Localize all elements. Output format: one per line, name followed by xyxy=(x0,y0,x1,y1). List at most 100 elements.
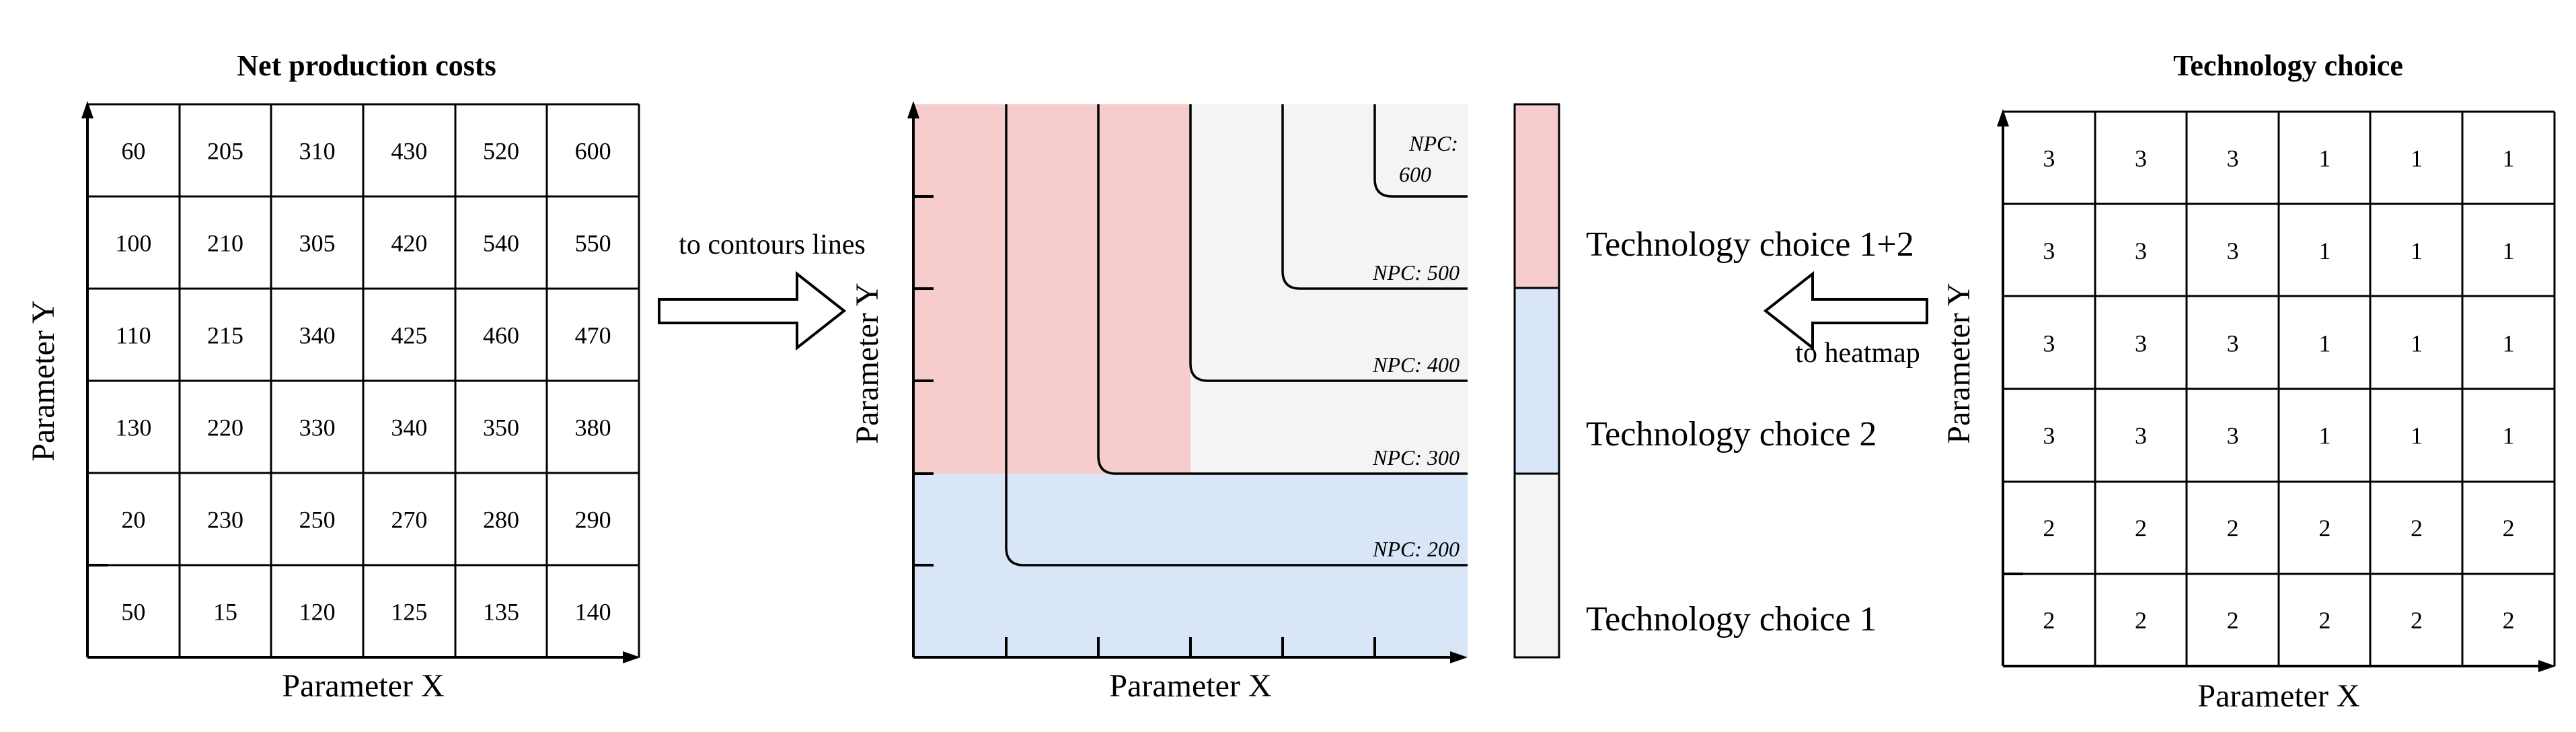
middle-axes xyxy=(907,101,1468,663)
npc-cell-r3-c4: 425 xyxy=(391,322,427,349)
npc-cell-r5-c2: 230 xyxy=(207,507,243,534)
contour-300 xyxy=(1097,104,1468,475)
left-axes xyxy=(81,101,640,663)
tech-cell-r2-c1: 3 xyxy=(2043,237,2055,264)
npc-cell-r4-c3: 330 xyxy=(299,414,336,441)
tech-cell-r3-c5: 1 xyxy=(2411,330,2423,357)
npc-cell-r2-c2: 210 xyxy=(207,230,243,257)
left-x-label: Parameter X xyxy=(282,668,444,704)
tech-cell-r4-c3: 3 xyxy=(2227,423,2239,449)
contour-labels: NPC: 600 NPC: 500 NPC: 400 NPC: 300 NPC:… xyxy=(1372,131,1460,561)
contour-lines xyxy=(1005,104,1468,566)
npc-cell-r2-c4: 420 xyxy=(391,230,427,257)
npc-600-prefix: NPC: xyxy=(1408,131,1458,155)
tech-cell-r3-c6: 1 xyxy=(2503,330,2515,357)
tech-cell-r2-c5: 1 xyxy=(2411,237,2423,264)
npc-cell-r1-c2: 205 xyxy=(207,138,243,165)
tech-cell-r4-c4: 1 xyxy=(2318,423,2331,449)
legend-label-tech-1: Technology choice 1 xyxy=(1586,600,1877,638)
npc-cell-r5-c4: 270 xyxy=(391,507,427,534)
right-axes xyxy=(1997,109,2556,672)
npc-cell-r3-c2: 215 xyxy=(207,322,243,349)
tech-cell-r4-c5: 1 xyxy=(2411,423,2423,449)
middle-y-label: Parameter Y xyxy=(849,283,885,443)
legend-swatch-tech-1-2 xyxy=(1515,104,1559,288)
npc-cell-r2-c3: 305 xyxy=(299,230,336,257)
middle-x-label: Parameter X xyxy=(1109,668,1271,704)
middle-x-ticks xyxy=(1005,637,1376,657)
tech-cell-r2-c4: 1 xyxy=(2318,237,2331,264)
left-arrow-icon xyxy=(1763,270,1928,351)
left-panel-title: Net production costs xyxy=(237,49,496,82)
contour-500 xyxy=(1281,104,1468,290)
legend-border xyxy=(1513,103,1560,659)
npc-cell-r1-c5: 520 xyxy=(483,138,519,165)
npc-300-label: NPC: 300 xyxy=(1372,445,1460,470)
npc-cell-r3-c3: 340 xyxy=(299,322,336,349)
npc-cell-r4-c5: 350 xyxy=(483,414,519,441)
tech-cell-r1-c1: 3 xyxy=(2043,145,2055,172)
tech-cell-r6-c1: 2 xyxy=(2043,607,2055,634)
npc-200-label: NPC: 200 xyxy=(1372,537,1460,561)
tech-cell-r3-c1: 3 xyxy=(2043,330,2055,357)
right-y-label: Parameter Y xyxy=(1941,283,1977,443)
contour-200 xyxy=(1005,104,1468,566)
tech-cell-r2-c6: 1 xyxy=(2503,237,2515,264)
npc-cell-r5-c3: 250 xyxy=(299,507,336,534)
right-panel-title: Technology choice xyxy=(2173,49,2403,82)
middle-panel: NPC: 600 NPC: 500 NPC: 400 NPC: 300 NPC:… xyxy=(849,101,1468,704)
npc-500-label: NPC: 500 xyxy=(1372,260,1460,285)
tech-cell-r5-c5: 2 xyxy=(2411,515,2423,542)
npc-cell-r1-c6: 600 xyxy=(575,138,611,165)
npc-cell-r1-c3: 310 xyxy=(299,138,336,165)
tech-cell-r5-c1: 2 xyxy=(2043,515,2055,542)
tech-cell-r5-c2: 2 xyxy=(2135,515,2147,542)
tech-cell-r6-c6: 2 xyxy=(2503,607,2515,634)
tech-cell-r6-c3: 2 xyxy=(2227,607,2239,634)
npc-cell-r6-c3: 120 xyxy=(299,599,336,626)
legend-swatch-tech-2 xyxy=(1515,288,1559,474)
tech-cell-r3-c3: 3 xyxy=(2227,330,2239,357)
right-grid xyxy=(2003,110,2556,666)
tech-cell-r1-c5: 1 xyxy=(2411,145,2423,172)
to-heatmap-arrow: to heatmap xyxy=(1763,270,1928,369)
tech-cell-r1-c4: 1 xyxy=(2318,145,2331,172)
npc-cell-r4-c6: 380 xyxy=(575,414,611,441)
right-x-label: Parameter X xyxy=(2197,678,2359,714)
left-y-label: Parameter Y xyxy=(26,300,61,461)
right-arrow-icon xyxy=(658,270,847,351)
npc-cell-r4-c2: 220 xyxy=(207,414,243,441)
tech-cell-r2-c3: 3 xyxy=(2227,237,2239,264)
contour-400 xyxy=(1189,104,1468,382)
tech-cell-r6-c2: 2 xyxy=(2135,607,2147,634)
npc-cell-r6-c1: 50 xyxy=(121,599,145,626)
tech-cell-r5-c6: 2 xyxy=(2503,515,2515,542)
npc-cell-r3-c6: 470 xyxy=(575,322,611,349)
npc-400-label: NPC: 400 xyxy=(1372,353,1460,377)
left-grid xyxy=(87,103,640,657)
npc-cell-r3-c1: 110 xyxy=(116,322,151,349)
tech-cell-r6-c5: 2 xyxy=(2411,607,2423,634)
npc-cell-r5-c5: 280 xyxy=(483,507,519,534)
tech-cell-r4-c1: 3 xyxy=(2043,423,2055,449)
npc-cell-r2-c1: 100 xyxy=(115,230,151,257)
middle-y-ticks xyxy=(913,195,934,566)
npc-cell-r6-c6: 140 xyxy=(575,599,611,626)
tech-cell-r5-c3: 2 xyxy=(2227,515,2239,542)
tech-cell-r1-c3: 3 xyxy=(2227,145,2239,172)
tech-cell-r4-c2: 3 xyxy=(2135,423,2147,449)
legend-label-tech-2: Technology choice 2 xyxy=(1586,415,1877,453)
legend-label-tech-1-2: Technology choice 1+2 xyxy=(1586,225,1914,264)
npc-600-value: 600 xyxy=(1399,162,1431,186)
tech-cell-r3-c4: 1 xyxy=(2318,330,2331,357)
tech-cell-r2-c2: 3 xyxy=(2135,237,2147,264)
to-heatmap-label: to heatmap xyxy=(1795,338,1920,369)
contour-600 xyxy=(1373,104,1468,198)
npc-cell-r6-c4: 125 xyxy=(391,599,427,626)
npc-cell-r1-c1: 60 xyxy=(121,138,145,165)
